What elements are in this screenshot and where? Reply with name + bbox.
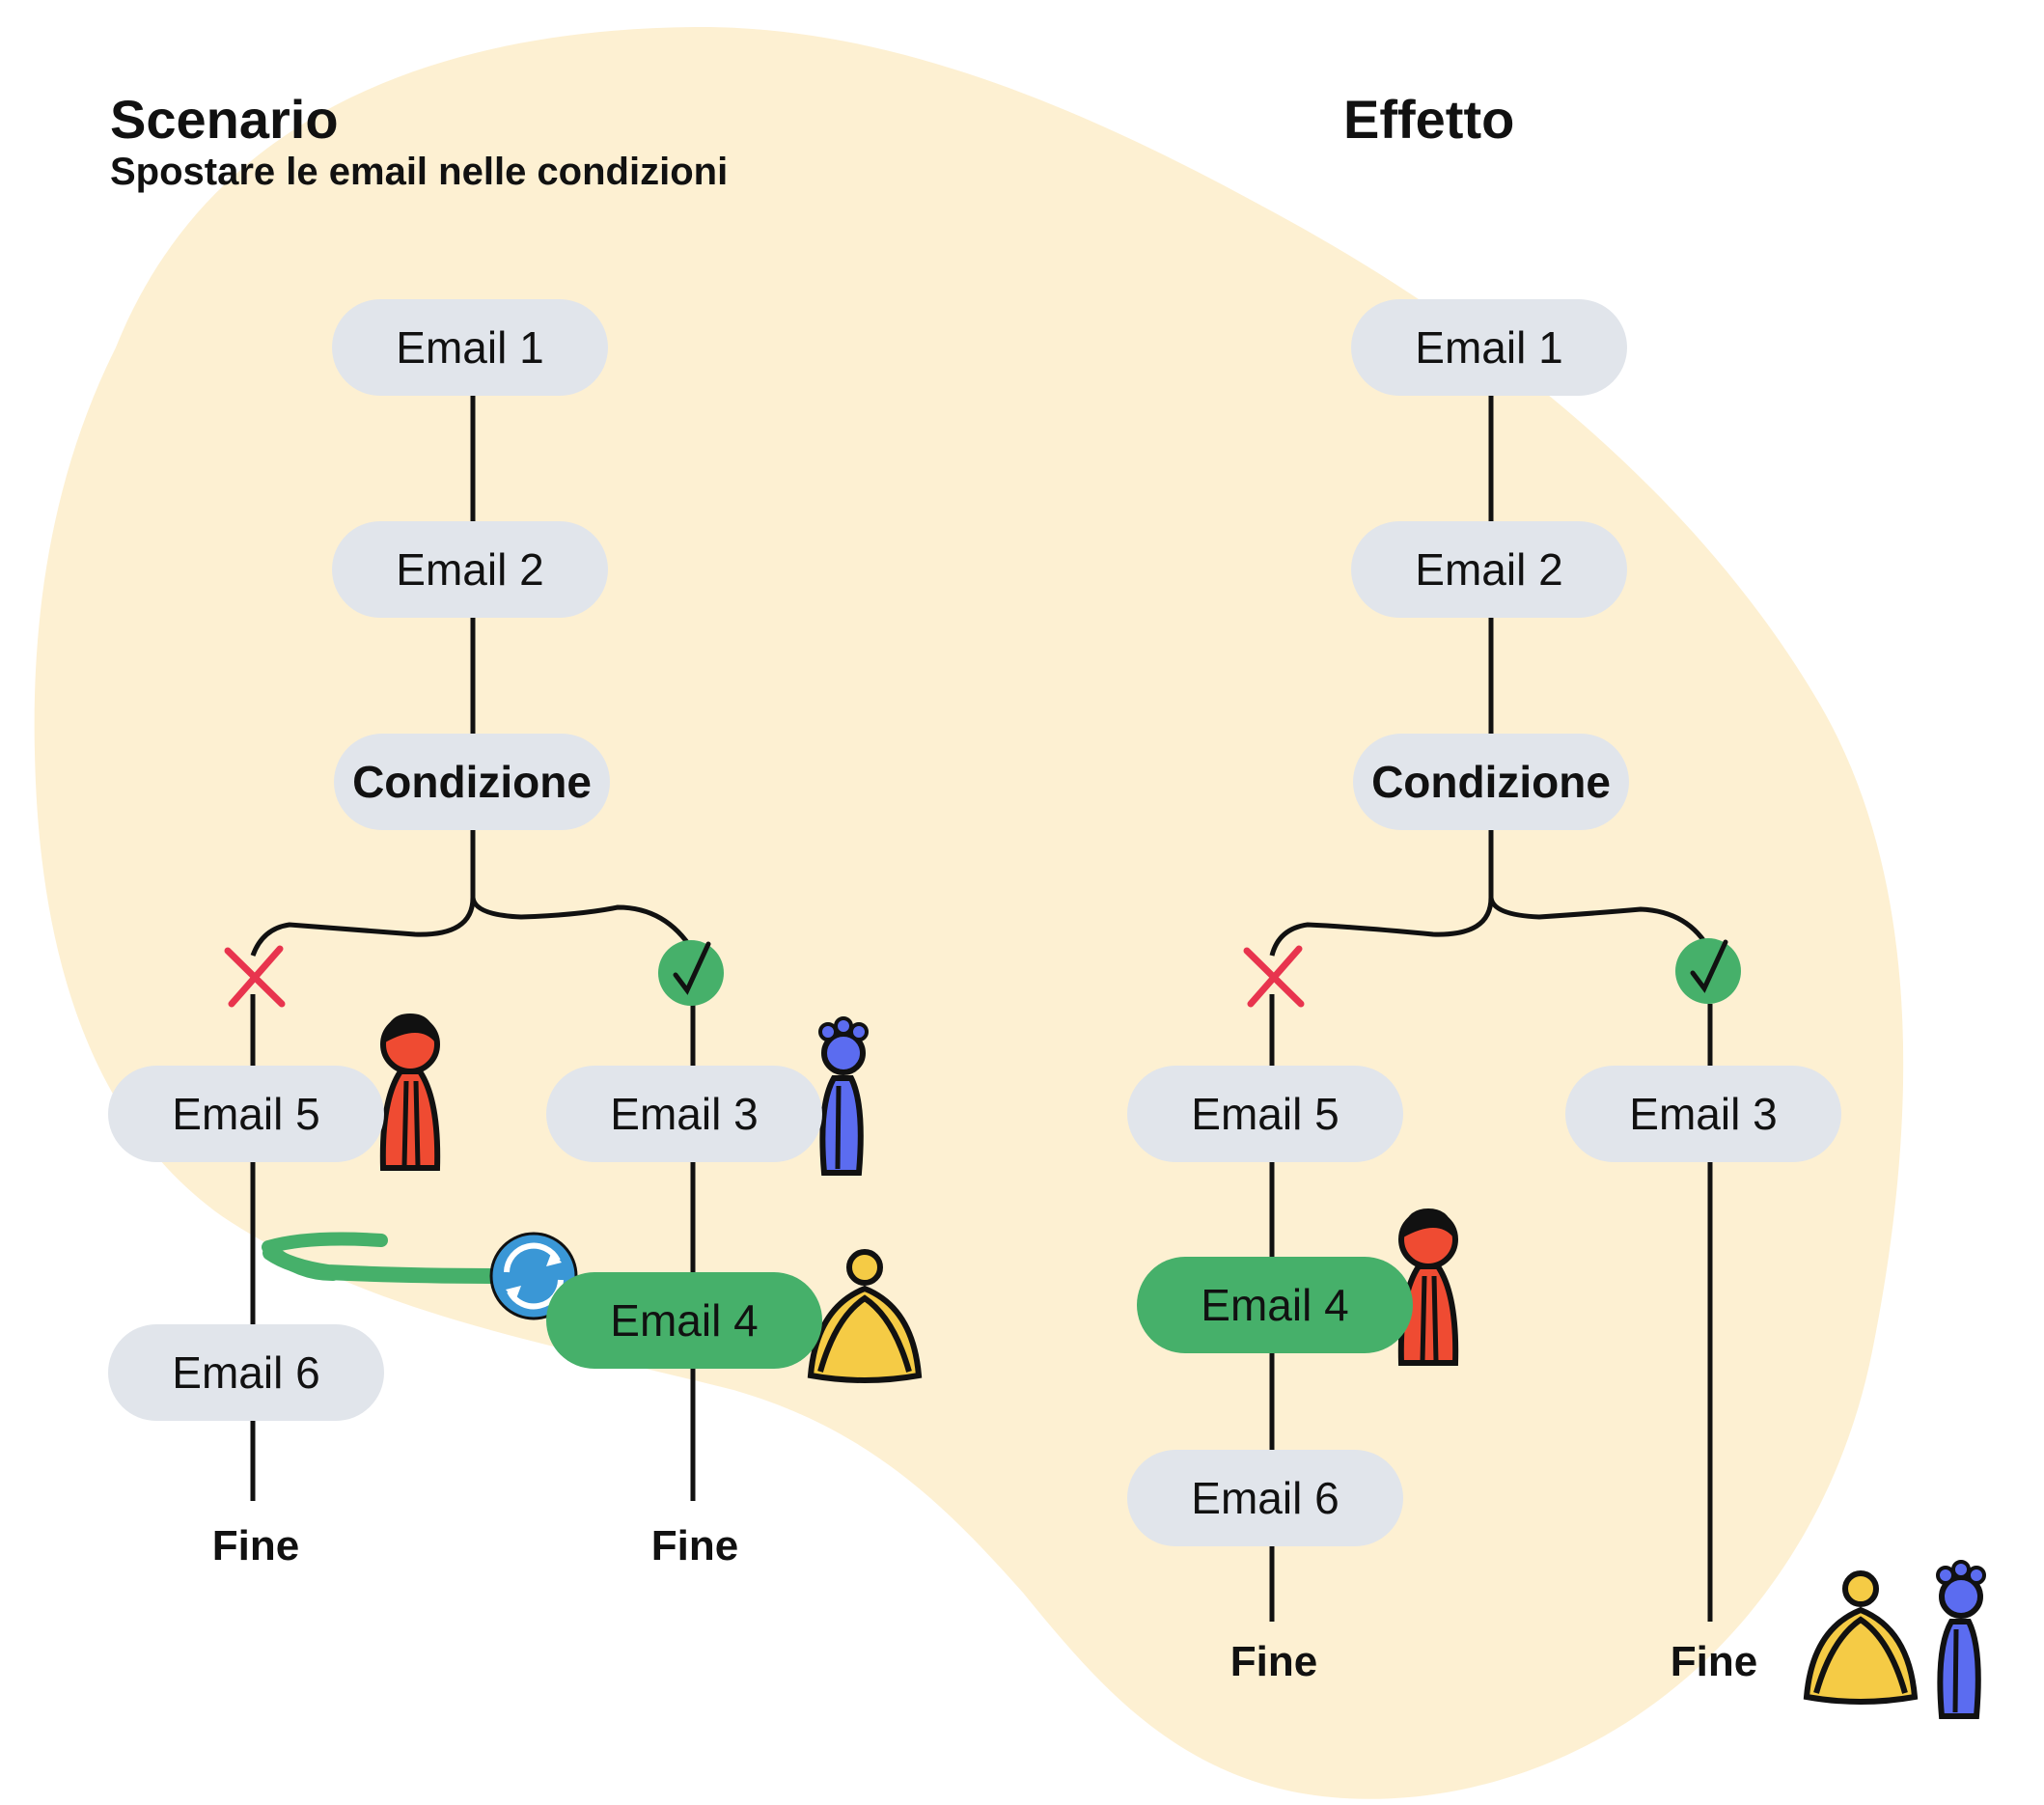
node-email-3: Email 3 <box>1565 1066 1841 1162</box>
node-email-1: Email 1 <box>1351 299 1627 396</box>
cross-icon <box>1243 945 1305 1008</box>
node-email-4-moving: Email 4 <box>546 1272 822 1369</box>
node-email-6: Email 6 <box>108 1324 384 1421</box>
end-label-left: Fine <box>211 1522 300 1569</box>
node-condition: Condizione <box>1353 734 1629 830</box>
node-email-6: Email 6 <box>1127 1450 1403 1546</box>
cross-icon <box>224 945 286 1008</box>
node-email-1: Email 1 <box>332 299 608 396</box>
end-label-right: Fine <box>1670 1638 1758 1685</box>
node-condition: Condizione <box>334 734 610 830</box>
node-email-4-moved: Email 4 <box>1137 1257 1413 1353</box>
node-email-5: Email 5 <box>1127 1066 1403 1162</box>
effect-title: Effetto <box>1343 89 1515 150</box>
person-red-icon <box>1401 1208 1455 1363</box>
node-email-2: Email 2 <box>1351 521 1627 618</box>
check-icon <box>658 940 724 1006</box>
end-label-left: Fine <box>1229 1638 1318 1685</box>
person-blue-icon <box>820 1018 867 1173</box>
person-blue-icon <box>1938 1562 1984 1716</box>
check-icon <box>1675 938 1741 1004</box>
node-email-5: Email 5 <box>108 1066 384 1162</box>
node-email-2: Email 2 <box>332 521 608 618</box>
person-red-icon <box>383 1014 437 1168</box>
person-yellow-icon <box>1807 1573 1915 1702</box>
node-email-3: Email 3 <box>546 1066 822 1162</box>
scenario-subtitle: Spostare le email nelle condizioni <box>110 151 729 193</box>
end-label-right: Fine <box>650 1522 739 1569</box>
scenario-title: Scenario <box>110 89 339 150</box>
